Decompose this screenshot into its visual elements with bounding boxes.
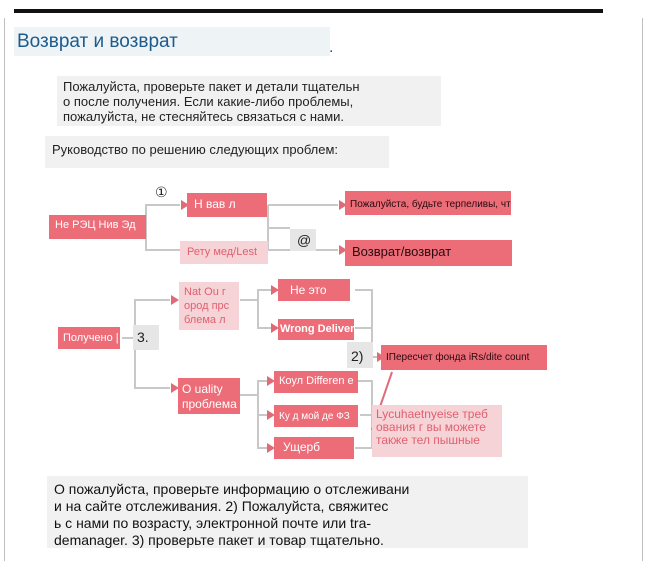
arrowhead: [271, 285, 279, 295]
marker-background: [133, 325, 159, 350]
node-dislike: Не это: [278, 279, 350, 301]
guide-heading: Руководство по решению следующих проблем…: [45, 136, 389, 168]
right-border: [642, 18, 643, 561]
intro-line: пожалуйста, не стесняйтесь связаться с н…: [63, 109, 345, 124]
connector: [257, 395, 268, 416]
marker-background: [290, 229, 316, 251]
footer-line: О пожалуйста, проверьте информацию о отс…: [54, 481, 410, 497]
step-marker-one: ①: [155, 184, 168, 200]
connector: [257, 395, 268, 449]
page-title: Возврат и возврат: [17, 31, 178, 52]
node-line: блема л: [184, 314, 226, 326]
title-dot: .: [329, 39, 334, 56]
node-damage: Ущерб: [274, 437, 354, 459]
connector: [257, 300, 272, 329]
node-line: также тел пышные: [376, 433, 480, 447]
arrowhead: [271, 323, 279, 333]
node-be-patient: Пожалуйста, будьте терпеливы, чтобы ждат…: [345, 191, 511, 215]
footer-line: demanager. 3) проверьте пакет и товар тщ…: [54, 532, 384, 548]
arrowhead: [171, 383, 179, 393]
step-marker-at: @: [297, 232, 312, 248]
connector: [134, 338, 170, 389]
marker-background: [347, 342, 373, 368]
footer-note: О пожалуйста, проверьте информацию о отс…: [47, 476, 528, 548]
guide-text: Руководство по решению следующих проблем…: [52, 142, 339, 157]
connector: [122, 299, 170, 339]
node-received: Получено |: [58, 327, 120, 349]
connector: [240, 380, 268, 396]
top-rule: [14, 9, 603, 13]
node-size-difference: Ку д мой де ФЗ: [274, 405, 358, 427]
intro-note: Пожалуйста, проверьте пакет и детали тща…: [57, 76, 441, 126]
left-border: [4, 18, 5, 561]
connector: [355, 289, 373, 329]
intro-line: Пожалуйста, проверьте пакет и детали тща…: [63, 79, 360, 94]
footer-line: ь с нами по возрасту, электронной почте …: [54, 515, 372, 531]
arrowhead: [339, 200, 347, 210]
arrowhead: [267, 376, 275, 386]
node-no-tracking: Н вав л: [187, 193, 267, 217]
arrowhead: [267, 410, 275, 420]
node-not-received: Не РЭЦ Нив Эд: [49, 215, 146, 239]
node-not-our-problem: Nat Ou г ород прс блема л: [179, 282, 239, 330]
connector: [145, 226, 180, 251]
node-line: О uality: [182, 382, 223, 396]
step-marker-two: 2): [351, 348, 364, 364]
node-quality-problem: О uality проблема: [178, 378, 240, 414]
arrowhead: [181, 200, 189, 210]
arrowhead: [267, 443, 275, 453]
step-marker-three: 3.: [137, 329, 149, 345]
node-line: ования г вы можете: [376, 420, 486, 434]
title-band: [14, 27, 330, 56]
arrowhead: [171, 295, 179, 305]
arrowhead: [339, 245, 347, 255]
node-line: проблема: [182, 397, 237, 411]
node-resend-refund: IПересчет фонда iRs/dite count: [381, 345, 547, 370]
node-customer-requirements: Lycuhaetnyeise треб ования г вы можете т…: [372, 405, 502, 457]
node-color-difference: Коул Differen е: [274, 371, 358, 393]
connector: [240, 289, 272, 301]
node-returned-lest: Рету мед/Lest: [180, 241, 268, 264]
intro-line: о после получения. Если какие-либо пробл…: [63, 94, 354, 109]
node-return-refund: Возврат/возврат: [345, 240, 512, 266]
node-line: ород прс: [184, 300, 230, 312]
connector: [145, 204, 180, 226]
node-line: Nat Ou г: [184, 286, 226, 298]
node-wrong-delivery: Wrong Delivery: [278, 319, 354, 340]
node-line: Lycuhaetnyeise треб: [376, 407, 488, 421]
footer-line: и на сайте отслеживания. 2) Пожалуйста, …: [54, 498, 389, 514]
